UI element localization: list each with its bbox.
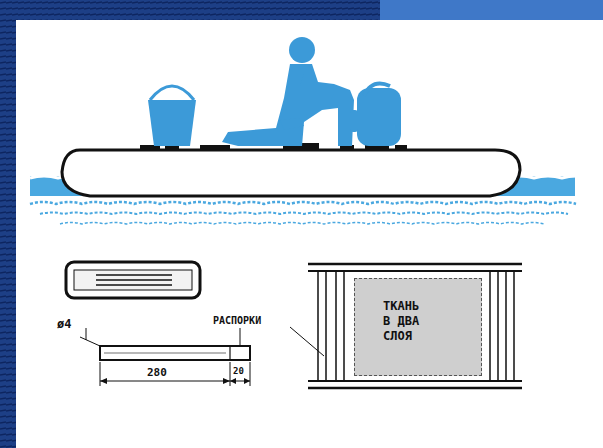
spacer-rod [80,327,324,386]
dimension-label: 20 [232,367,245,376]
backpack [350,84,401,146]
bucket [148,86,196,146]
part-name: РАСПОРКИ [212,316,262,326]
wave-line [40,213,568,215]
raft-hull [62,150,520,196]
dimension-label: 280 [146,367,168,378]
wave-line [60,223,544,225]
wave-line [30,202,576,204]
dimension-label: ø4 [56,318,72,330]
dark-strip [0,0,16,448]
person-silhouette [222,37,354,146]
fabric-label: ТКАНЬ В ДВА СЛОЯ [383,299,431,344]
dark-strip [0,0,603,20]
pontoon-top-view [66,262,200,298]
fabric-panel: ТКАНЬ В ДВА СЛОЯ [354,278,482,376]
blue-strip [380,0,603,20]
frame [308,264,522,388]
